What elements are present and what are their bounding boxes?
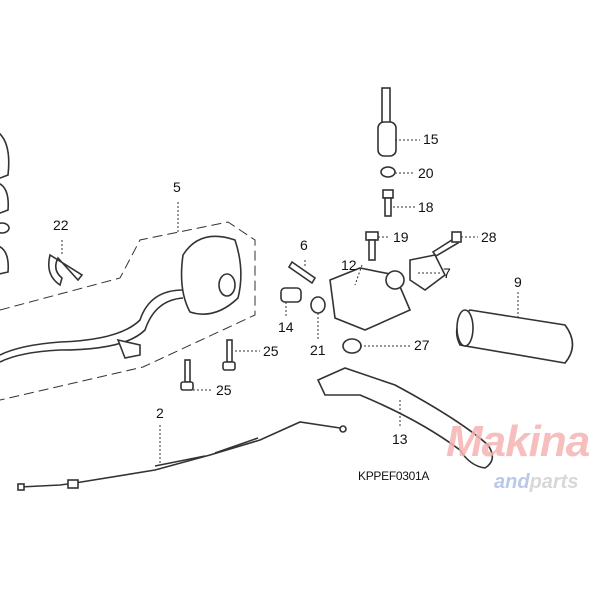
callout-21: 21 xyxy=(310,342,326,358)
spring-14 xyxy=(280,287,302,303)
callout-2: 2 xyxy=(156,405,164,421)
nut-20 xyxy=(380,166,396,178)
callout-6: 6 xyxy=(300,237,308,253)
handlebar-switch-5 xyxy=(0,235,242,363)
callout-14: 14 xyxy=(278,319,294,335)
bolt-28 xyxy=(431,231,462,258)
watermark-logo: Makina xyxy=(446,417,590,466)
watermark-sub: andparts xyxy=(494,472,578,492)
bolt-19 xyxy=(365,231,379,261)
left-edge-parts xyxy=(0,132,10,275)
screw-25a xyxy=(222,339,236,371)
nut-27 xyxy=(342,338,362,354)
pin-6 xyxy=(287,260,317,285)
bolt-18 xyxy=(382,189,394,217)
grip-9 xyxy=(455,309,574,364)
callout-12: 12 xyxy=(341,257,357,273)
diagram-code: KPPEF0301A xyxy=(358,469,430,483)
cable-2 xyxy=(17,421,347,491)
callout-20: 20 xyxy=(418,165,434,181)
callout-28: 28 xyxy=(481,229,497,245)
callout-9: 9 xyxy=(514,274,522,290)
callout-18: 18 xyxy=(418,199,434,215)
callout-19: 19 xyxy=(393,229,409,245)
bolt-top xyxy=(381,87,391,124)
callout-5: 5 xyxy=(173,179,181,195)
callout-7: 7 xyxy=(443,265,451,281)
clamp-22 xyxy=(47,253,84,287)
bracket-12 xyxy=(329,267,412,331)
leader-lines xyxy=(61,139,519,465)
screw-25b xyxy=(180,359,194,391)
callout-13: 13 xyxy=(392,431,408,447)
watermark-sub-parts: parts xyxy=(529,471,579,493)
callout-27: 27 xyxy=(414,337,430,353)
watermark-sub-and: and xyxy=(494,471,530,493)
nut-21 xyxy=(310,296,326,314)
callout-22: 22 xyxy=(53,217,69,233)
callout-25a: 25 xyxy=(263,343,279,359)
switch-assembly-outline xyxy=(0,221,256,401)
callout-15: 15 xyxy=(423,131,439,147)
bushing-15 xyxy=(377,121,397,157)
callout-25b: 25 xyxy=(216,382,232,398)
lever-13 xyxy=(316,367,494,469)
